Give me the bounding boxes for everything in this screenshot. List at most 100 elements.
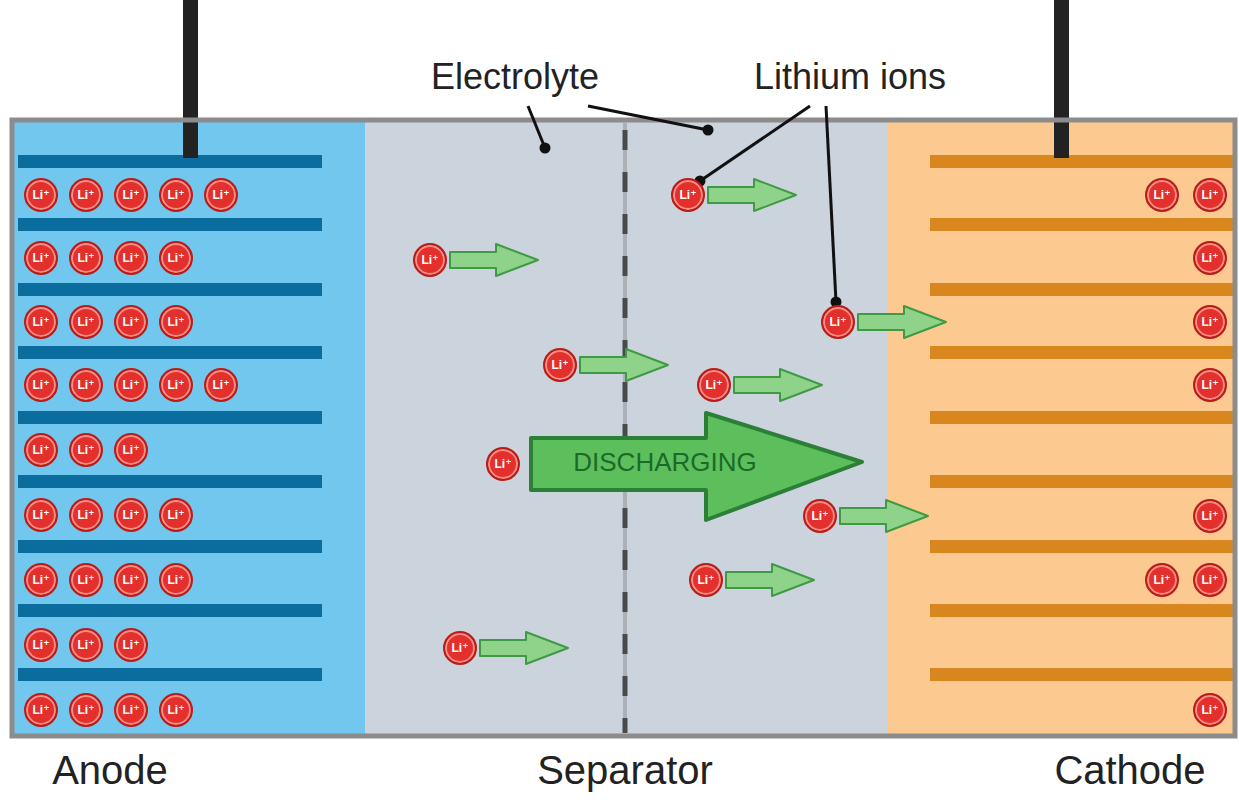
lithium-ion: Li⁺ <box>114 693 148 727</box>
ion-motion-arrows <box>450 179 946 664</box>
lithium-ion: Li⁺ <box>159 368 193 402</box>
lithium-ion: Li⁺ <box>159 178 193 212</box>
ion-label: Li⁺ <box>1154 189 1171 201</box>
lithium-ion: Li⁺ <box>486 447 520 481</box>
ion-label: Li⁺ <box>1202 704 1219 716</box>
ion-label: Li⁺ <box>168 189 185 201</box>
lithium-ion: Li⁺ <box>159 305 193 339</box>
lithium-ion: Li⁺ <box>69 693 103 727</box>
lithium-ion: Li⁺ <box>69 628 103 662</box>
anode-plate <box>18 346 322 359</box>
lithium-ion: Li⁺ <box>689 563 723 597</box>
anode-plate <box>18 283 322 296</box>
lithium-ion: Li⁺ <box>69 563 103 597</box>
lithium-ion: Li⁺ <box>413 243 447 277</box>
ion-label: Li⁺ <box>78 252 95 264</box>
ion-label: Li⁺ <box>123 379 140 391</box>
lithium-ion: Li⁺ <box>543 348 577 382</box>
part-label: Lithium ions <box>754 56 946 97</box>
lithium-ion: Li⁺ <box>24 178 58 212</box>
ion-label: Li⁺ <box>830 316 847 328</box>
ion-label: Li⁺ <box>78 316 95 328</box>
anode-plate <box>18 668 322 681</box>
electrode-region: CathodeLi⁺Li⁺Li⁺Li⁺Li⁺Li⁺Li⁺Li⁺Li⁺ <box>888 120 1237 736</box>
ion-label: Li⁺ <box>1154 574 1171 586</box>
lithium-ion: Li⁺ <box>1193 178 1227 212</box>
lithium-ion: Li⁺ <box>24 693 58 727</box>
ion-label: Li⁺ <box>33 252 50 264</box>
lithium-ion: Li⁺ <box>443 631 477 665</box>
motion-arrow <box>450 244 538 276</box>
ion-label: Li⁺ <box>1202 510 1219 522</box>
ion-label: Li⁺ <box>33 444 50 456</box>
cell-casing <box>12 120 1235 736</box>
lithium-ion: Li⁺ <box>69 178 103 212</box>
cathode-plate <box>930 411 1237 424</box>
ion-label: Li⁺ <box>495 458 512 470</box>
lithium-ion: Li⁺ <box>114 178 148 212</box>
ion-label: Li⁺ <box>168 379 185 391</box>
lithium-ion: Li⁺ <box>114 305 148 339</box>
ion-label: Li⁺ <box>812 510 829 522</box>
ion-label: Li⁺ <box>78 444 95 456</box>
anode-plate <box>18 218 322 231</box>
ion-label: Li⁺ <box>78 704 95 716</box>
separator-dashes <box>623 130 628 733</box>
lithium-ion: Li⁺ <box>24 368 58 402</box>
anode-region <box>12 120 365 736</box>
leader-line <box>826 106 836 302</box>
ion-label: Li⁺ <box>213 379 230 391</box>
ion-label: Li⁺ <box>422 254 439 266</box>
motion-arrow <box>708 179 796 211</box>
lithium-ion: Li⁺ <box>204 368 238 402</box>
direction-arrow-outline <box>531 413 862 520</box>
electrode-label: Anode <box>52 747 168 793</box>
ion-label: Li⁺ <box>123 704 140 716</box>
ion-label: Li⁺ <box>33 509 50 521</box>
electrode-region: AnodeLi⁺Li⁺Li⁺Li⁺Li⁺Li⁺Li⁺Li⁺Li⁺Li⁺Li⁺Li… <box>12 120 365 736</box>
ion-label: Li⁺ <box>168 252 185 264</box>
anode-plate <box>18 540 322 553</box>
leader-lines <box>528 106 840 306</box>
cathode-plate <box>930 475 1237 488</box>
ion-label: Li⁺ <box>1202 379 1219 391</box>
lithium-ion: Li⁺ <box>1193 563 1227 597</box>
lithium-ion: Li⁺ <box>24 305 58 339</box>
lithium-ion: Li⁺ <box>69 241 103 275</box>
leader-dot <box>704 126 712 134</box>
ion-label: Li⁺ <box>33 574 50 586</box>
cathode-plate <box>930 668 1237 681</box>
ion-label: Li⁺ <box>123 444 140 456</box>
motion-arrow <box>734 369 822 401</box>
lithium-ion: Li⁺ <box>697 368 731 402</box>
electrolyte-region <box>365 120 888 736</box>
direction-arrow: DISCHARGING <box>528 410 866 524</box>
anode-plate <box>18 475 322 488</box>
ion-label: Li⁺ <box>123 574 140 586</box>
lithium-ion: Li⁺ <box>671 178 705 212</box>
lithium-ion: Li⁺ <box>159 241 193 275</box>
motion-arrow <box>726 564 814 596</box>
cathode-region <box>888 120 1237 736</box>
lithium-ion: Li⁺ <box>69 498 103 532</box>
motion-arrow <box>840 500 928 532</box>
cathode-plate <box>930 155 1237 168</box>
lithium-ion: Li⁺ <box>1193 368 1227 402</box>
lithium-ion: Li⁺ <box>69 368 103 402</box>
lithium-ion: Li⁺ <box>204 178 238 212</box>
lithium-ion: Li⁺ <box>114 241 148 275</box>
ion-label: Li⁺ <box>452 642 469 654</box>
ion-label: Li⁺ <box>78 379 95 391</box>
ion-label: Li⁺ <box>552 359 569 371</box>
lithium-ion: Li⁺ <box>821 305 855 339</box>
cathode-plate <box>930 540 1237 553</box>
lithium-ion: Li⁺ <box>114 433 148 467</box>
ion-label: Li⁺ <box>1202 316 1219 328</box>
lithium-ion: Li⁺ <box>24 498 58 532</box>
leader-line <box>700 106 810 181</box>
ion-label: Li⁺ <box>168 316 185 328</box>
lithium-ion: Li⁺ <box>159 693 193 727</box>
ion-label: Li⁺ <box>123 252 140 264</box>
